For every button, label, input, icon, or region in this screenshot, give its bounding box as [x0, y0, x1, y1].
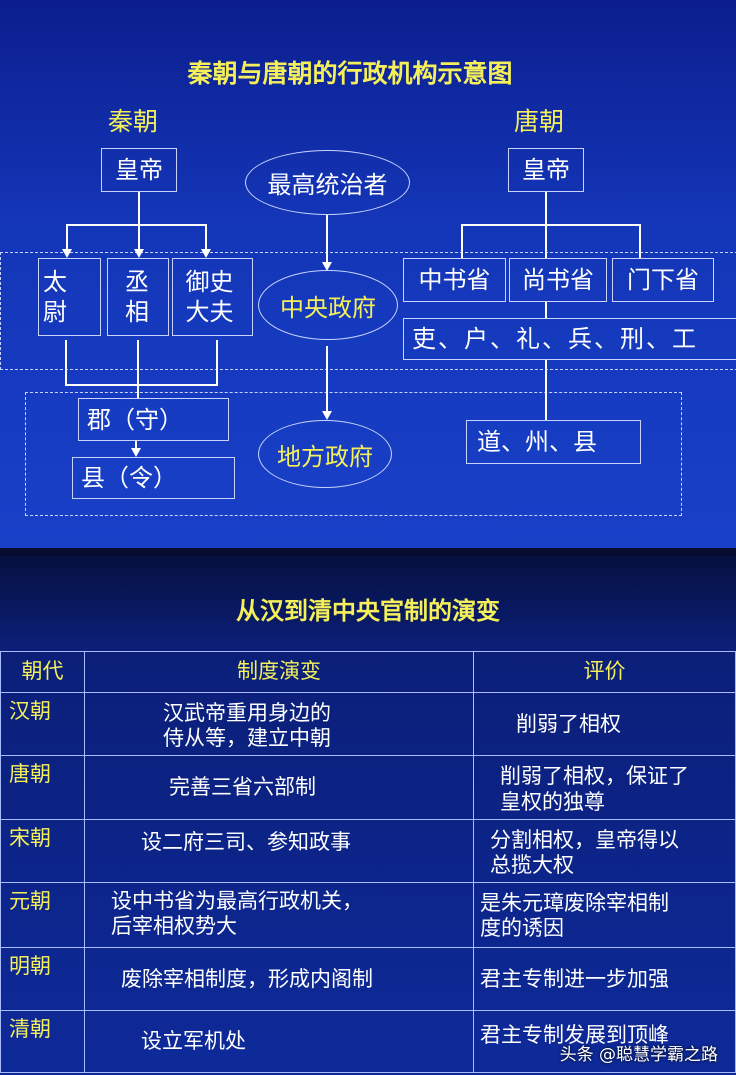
comment-cell: 削弱了相权，保证了 皇权的独尊	[473, 755, 736, 820]
header-change: 制度演变	[84, 651, 474, 693]
tang-emperor-box: 皇帝	[508, 148, 584, 192]
diagram-title: 秦朝与唐朝的行政机构示意图	[187, 59, 513, 88]
dynasty-cell: 元朝	[0, 882, 85, 949]
tang-local-box: 道、州、县	[466, 420, 641, 464]
dynasty-cell: 汉朝	[0, 691, 85, 757]
comment-cell: 是朱元璋废除宰相制 度的诱因	[473, 882, 736, 949]
qin-central-label: 御史大夫	[185, 268, 234, 326]
central-gov-ellipse: 中央政府	[258, 270, 398, 340]
table-header-row: 朝代 制度演变 评价	[0, 651, 736, 693]
watermark: 头条 @聪慧学霸之路	[559, 1045, 718, 1065]
table-row: 元朝 设中书省为最高行政机关， 后宰相权势大 是朱元璋废除宰相制 度的诱因	[0, 882, 736, 949]
local-gov-ellipse: 地方政府	[258, 420, 392, 488]
comment-cell: 君主专制发展到顶峰	[473, 1010, 736, 1074]
change-cell: 废除宰相制度，形成内阁制	[84, 947, 474, 1012]
official-system-table: 朝代 制度演变 评价 汉朝 汉武帝重用身边的 侍从等，建立中朝 削弱了相权 唐朝…	[0, 651, 736, 1074]
table-row: 宋朝 设二府三司、参知政事 分割相权，皇帝得以 总揽大权	[0, 818, 736, 884]
tang-ministries-box: 吏、户、礼、兵、刑、工	[403, 318, 736, 360]
qin-central-label: 太尉	[43, 268, 67, 326]
comment-cell: 分割相权，皇帝得以 总揽大权	[473, 818, 736, 884]
dynasty-cell: 唐朝	[0, 755, 85, 820]
qin-label: 秦朝	[108, 107, 159, 136]
table-title: 从汉到清中央官制的演变	[236, 597, 500, 625]
qin-commandery-box: 郡（守）	[78, 398, 229, 441]
qin-central-box: 御史大夫	[172, 258, 253, 336]
comment-cell: 君主专制进一步加强	[473, 947, 736, 1012]
qin-central-box: 丞相	[107, 258, 169, 336]
change-cell: 完善三省六部制	[84, 755, 474, 820]
central-gov-region	[0, 252, 736, 370]
tang-label: 唐朝	[514, 107, 565, 136]
change-cell: 设中书省为最高行政机关， 后宰相权势大	[84, 882, 474, 949]
change-cell: 设立军机处	[84, 1010, 474, 1074]
dynasty-cell: 明朝	[0, 947, 85, 1012]
change-cell: 设二府三司、参知政事	[84, 818, 474, 884]
change-cell: 汉武帝重用身边的 侍从等，建立中朝	[84, 691, 474, 757]
tang-central-box: 尚书省	[509, 258, 607, 302]
header-dynasty: 朝代	[0, 651, 85, 693]
qin-central-label: 丞相	[125, 268, 149, 326]
comment-cell: 削弱了相权	[473, 691, 736, 757]
table-row: 汉朝 汉武帝重用身边的 侍从等，建立中朝 削弱了相权	[0, 691, 736, 757]
qin-emperor-box: 皇帝	[101, 148, 177, 192]
tang-central-box: 门下省	[612, 258, 714, 302]
diagram-slide: 秦朝与唐朝的行政机构示意图 秦朝 唐朝 皇帝 最高统治者 皇帝 太尉 丞相 御史…	[0, 0, 736, 555]
qin-county-box: 县（令）	[72, 457, 235, 499]
table-row: 清朝 设立军机处 君主专制发展到顶峰	[0, 1010, 736, 1074]
dynasty-cell: 宋朝	[0, 818, 85, 884]
supreme-ruler-ellipse: 最高统治者	[245, 150, 410, 215]
header-comment: 评价	[473, 651, 736, 693]
tang-central-box: 中书省	[403, 258, 506, 302]
local-gov-region	[25, 392, 682, 516]
qin-central-box: 太尉	[38, 258, 101, 336]
table-row: 唐朝 完善三省六部制 削弱了相权，保证了 皇权的独尊	[0, 755, 736, 820]
dynasty-cell: 清朝	[0, 1010, 85, 1074]
table-row: 明朝 废除宰相制度，形成内阁制 君主专制进一步加强	[0, 947, 736, 1012]
